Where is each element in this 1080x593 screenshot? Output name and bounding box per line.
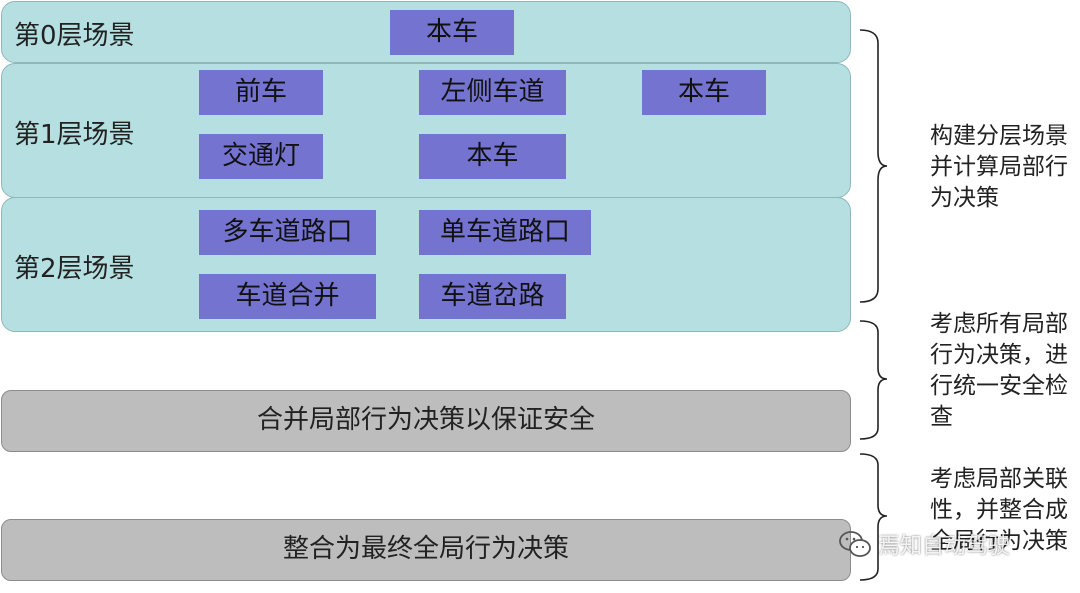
- chip-ego-car: 本车: [642, 70, 766, 115]
- brace-build: [859, 29, 888, 303]
- chip-lane-fork: 车道岔路: [419, 274, 566, 319]
- layer-0-panel: 第0层场景 本车: [1, 1, 851, 63]
- brace-check: [859, 320, 888, 440]
- chip-ego-car: 本车: [419, 134, 566, 179]
- chip-left-lane: 左侧车道: [419, 70, 566, 115]
- chip-lane-merge: 车道合并: [199, 274, 376, 319]
- layer-0-title: 第0层场景: [14, 21, 135, 51]
- layer-2-title: 第2层场景: [14, 254, 135, 284]
- layer-2-panel: 第2层场景 多车道路口 单车道路口 车道合并 车道岔路: [1, 197, 851, 332]
- merge-decisions-bar: 合并局部行为决策以保证安全: [1, 390, 851, 452]
- chip-multi-lane-intersection: 多车道路口: [199, 210, 376, 255]
- note-unified-safety-check: 考虑所有局部行为决策，进行统一安全检查: [930, 311, 1068, 430]
- layer-1-panel: 第1层场景 前车 左侧车道 本车 交通灯 本车: [1, 63, 851, 198]
- watermark: 焉知自动驾驶: [838, 528, 1010, 560]
- final-decision-bar: 整合为最终全局行为决策: [1, 519, 851, 581]
- wechat-icon: [839, 531, 871, 557]
- brace-integrate: [859, 453, 888, 581]
- note-integrate-global-decision: 考虑局部关联性，并整合成全局行为决策: [930, 466, 1068, 554]
- watermark-text: 焉知自动驾驶: [878, 534, 1011, 559]
- layer-1-title: 第1层场景: [14, 120, 135, 150]
- note-build-layered-scenes: 构建分层场景并计算局部行为决策: [930, 123, 1068, 211]
- chip-front-car: 前车: [199, 70, 323, 115]
- chip-ego-car: 本车: [390, 10, 514, 55]
- chip-traffic-light: 交通灯: [199, 134, 323, 179]
- chip-single-lane-intersection: 单车道路口: [419, 210, 591, 255]
